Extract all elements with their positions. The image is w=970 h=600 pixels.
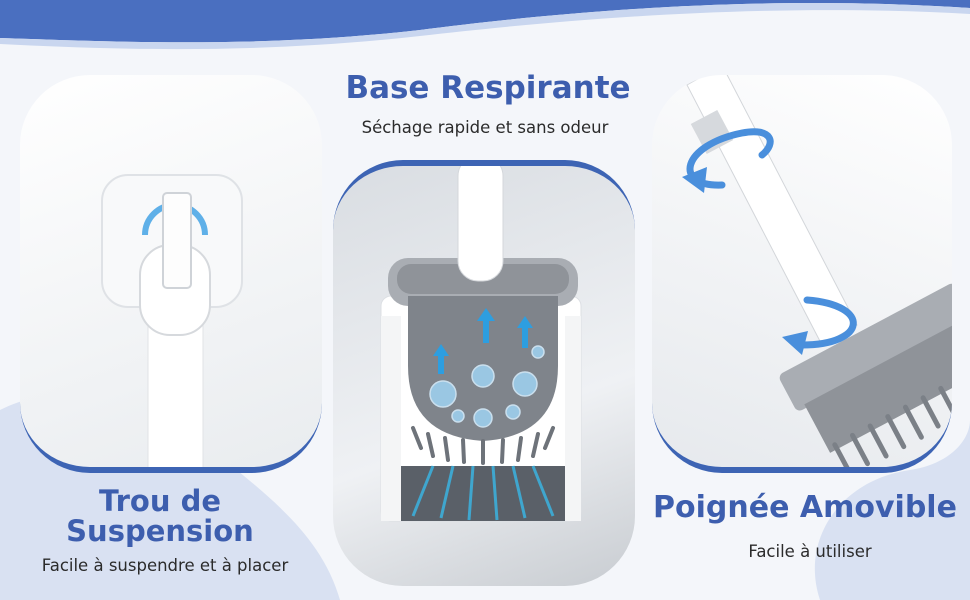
handle-illustration bbox=[682, 75, 952, 467]
feature-subtitle-hanging-hole: Facile à suspendre et à placer bbox=[41, 556, 289, 575]
feature-subtitle-removable-handle: Facile à utiliser bbox=[748, 542, 872, 561]
feature-title-breathable-base: Base Respirante bbox=[345, 70, 631, 106]
top-wave-decoration bbox=[0, 0, 970, 50]
bubble-icon bbox=[429, 345, 545, 428]
panel-hanging-hook bbox=[20, 75, 322, 473]
panel-breathable-base bbox=[333, 160, 635, 586]
feature-title-removable-handle: Poignée Amovible bbox=[653, 490, 957, 525]
base-illustration bbox=[380, 166, 582, 522]
airflow-arrow-icon bbox=[433, 308, 533, 374]
bg-blob-right bbox=[814, 420, 970, 600]
feature-subtitle-breathable-base: Séchage rapide et sans odeur bbox=[361, 118, 609, 137]
feature-title-hanging-hole: Trou de Suspension bbox=[66, 484, 254, 548]
hook-illustration bbox=[101, 174, 243, 467]
panel-removable-handle bbox=[652, 75, 952, 473]
